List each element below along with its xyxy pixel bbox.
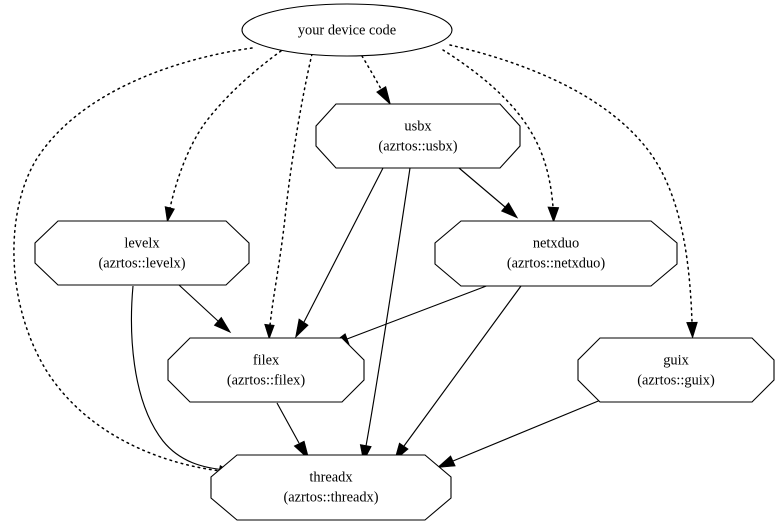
edge-group-dotted [13, 44, 698, 477]
arrow-head [164, 206, 175, 223]
node-label-line1: usbx [404, 118, 432, 134]
edge-device-to-usbx [361, 55, 392, 106]
edge-line [13, 47, 253, 472]
edge-netxduo-to-threadx [393, 285, 522, 462]
node-guix[interactable]: guix (azrtos::guix) [577, 337, 775, 403]
node-label-line1: netxduo [533, 235, 579, 251]
node-octagon-shape [210, 454, 452, 521]
edge-usbx-to-netxduo [458, 167, 519, 219]
node-label-line1: threadx [309, 469, 353, 485]
edge-usbx-to-filex [295, 167, 384, 339]
arrow-head [686, 321, 698, 339]
edge-usbx-to-threadx [359, 167, 411, 463]
edge-line [403, 285, 522, 447]
node-label-line2: (azrtos::threadx) [283, 489, 378, 505]
arrow-head [500, 202, 519, 219]
node-ellipse-shape [241, 3, 453, 57]
node-your-device-code[interactable]: your device code [241, 3, 453, 57]
edge-device-to-netxduo [442, 49, 560, 223]
edge-line [178, 284, 219, 322]
arrow-head [213, 316, 232, 334]
arrow-head [376, 86, 392, 106]
node-levelx[interactable]: levelx (azrtos::levelx) [34, 220, 250, 286]
node-octagon-shape [34, 220, 250, 286]
edge-line [269, 53, 313, 326]
edge-device-to-filex [264, 53, 313, 340]
edge-line [452, 396, 609, 462]
node-filex[interactable]: filex (azrtos::filex) [167, 337, 365, 403]
edge-line [130, 285, 227, 471]
node-label-line1: filex [253, 352, 280, 368]
node-label-line2: (azrtos::levelx) [98, 255, 185, 271]
node-label-line2: (azrtos::guix) [637, 372, 715, 388]
node-netxduo[interactable]: netxduo (azrtos::netxduo) [434, 220, 678, 287]
edge-levelx-to-filex [178, 284, 232, 334]
edge-line [442, 49, 554, 208]
edge-line [361, 55, 382, 90]
edge-device-to-guix [449, 44, 698, 339]
node-octagon-shape [434, 220, 678, 287]
edge-line [458, 167, 506, 208]
edge-netxduo-to-filex [330, 284, 490, 345]
node-label-line1: your device code [298, 22, 396, 38]
node-octagon-shape [315, 103, 521, 169]
edge-line [449, 44, 693, 323]
edge-filex-to-threadx [276, 402, 310, 461]
node-label-line1: levelx [124, 235, 160, 251]
arrow-head [295, 318, 309, 339]
arrow-head [264, 323, 275, 340]
edge-line [303, 167, 384, 323]
edge-line [346, 284, 490, 340]
edge-device-to-levelx [164, 50, 282, 223]
arrow-head [436, 455, 456, 468]
node-threadx[interactable]: threadx (azrtos::threadx) [210, 454, 452, 521]
node-label-line2: (azrtos::netxduo) [507, 255, 606, 271]
edge-line [365, 167, 411, 447]
edge-group-solid [130, 167, 609, 476]
arrow-head [547, 206, 560, 223]
node-octagon-shape [577, 337, 775, 403]
node-label-line1: guix [663, 352, 689, 368]
edge-guix-to-threadx [436, 396, 609, 468]
edge-line [276, 402, 300, 444]
node-usbx[interactable]: usbx (azrtos::usbx) [315, 103, 521, 169]
node-label-line2: (azrtos::usbx) [378, 138, 457, 154]
node-label-line2: (azrtos::filex) [227, 372, 306, 388]
edge-line [169, 50, 282, 209]
node-octagon-shape [167, 337, 365, 403]
